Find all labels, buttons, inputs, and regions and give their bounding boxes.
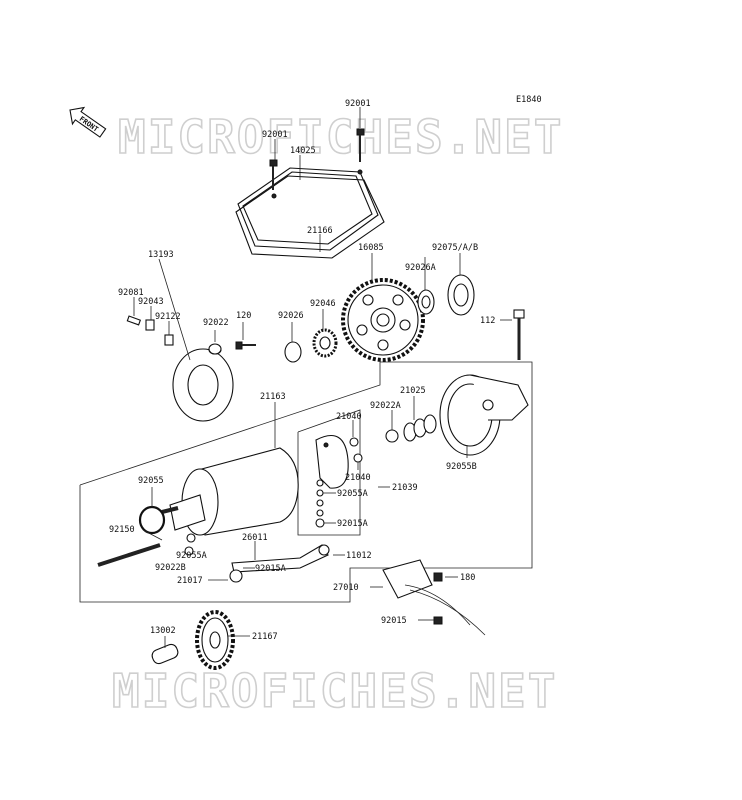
watermark-bottom: MICROFICHES.NET — [112, 664, 557, 718]
bolt-180 — [433, 572, 443, 582]
label-92022B: 92022B — [155, 563, 186, 573]
label-92075: 92075/A/B — [432, 243, 478, 253]
label-27010: 27010 — [333, 583, 359, 593]
leader-lines — [133, 107, 512, 648]
label-180: 180 — [460, 573, 475, 583]
label-92043: 92043 — [138, 297, 164, 307]
brush-21040-a — [349, 437, 359, 447]
label-26011: 26011 — [242, 533, 268, 543]
label-21025: 21025 — [400, 386, 426, 396]
label-92055A-a: 92055A — [337, 489, 368, 499]
seal-92075 — [447, 274, 475, 316]
gear-21167 — [195, 610, 235, 670]
oring-92055 — [138, 505, 166, 535]
label-92022A: 92022A — [370, 401, 401, 411]
bolt-120 — [235, 341, 256, 350]
label-92122: 92122 — [155, 312, 181, 322]
diagram-code: E1840 — [516, 95, 542, 105]
label-92001-b: 92001 — [345, 99, 371, 109]
label-13193: 13193 — [148, 250, 174, 260]
washer-92022 — [208, 343, 222, 355]
washer-92026 — [284, 341, 302, 363]
starter-motor-21163 — [161, 447, 299, 536]
label-112: 112 — [480, 316, 495, 326]
label-92015A-a: 92015A — [337, 519, 368, 529]
gear-16085 — [341, 278, 425, 362]
pin-92043 — [145, 319, 155, 331]
cover-14025 — [237, 167, 379, 251]
brush-plate — [315, 435, 349, 489]
watermark-top: MICROFICHES.NET — [118, 110, 563, 164]
front-arrow: FRONT — [69, 106, 107, 138]
label-21167: 21167 — [252, 632, 278, 642]
spring-92081 — [126, 315, 142, 326]
washer-92022A — [385, 429, 399, 443]
label-92055B: 92055B — [446, 462, 477, 472]
label-92081: 92081 — [118, 288, 144, 298]
bolt-92001-a — [269, 159, 278, 190]
label-21039: 21039 — [392, 483, 418, 493]
label-92055A-b: 92055A — [176, 551, 207, 561]
label-16085: 16085 — [358, 243, 384, 253]
shaft-13002 — [151, 643, 179, 665]
bolt-112 — [513, 309, 525, 360]
bearing-92046 — [312, 328, 338, 358]
label-92055: 92055 — [138, 476, 164, 486]
cam-11012 — [318, 544, 330, 556]
label-92026: 92026 — [278, 311, 304, 321]
housing-92055B — [439, 374, 529, 456]
oring-92055A-b — [184, 546, 194, 556]
label-92022: 92022 — [203, 318, 229, 328]
label-120: 120 — [236, 311, 251, 321]
starter-clutch-13193 — [172, 345, 234, 422]
label-21040-a: 21040 — [336, 412, 362, 422]
label-92015A-b: 92015A — [255, 564, 286, 574]
assembly-outline — [79, 361, 533, 603]
label-92001-a: 92001 — [262, 130, 288, 140]
bolt-92150 — [97, 543, 161, 567]
terminal-stack — [315, 479, 325, 528]
bolt-92001-b — [356, 128, 365, 162]
label-92046: 92046 — [310, 299, 336, 309]
bush-21017 — [229, 569, 243, 583]
label-13002: 13002 — [150, 626, 176, 636]
label-92015: 92015 — [381, 616, 407, 626]
relay-27010 — [382, 559, 486, 636]
brush-21040-b — [353, 453, 363, 463]
roller-92122 — [164, 334, 174, 346]
washer-92022B — [186, 533, 196, 543]
label-21017: 21017 — [177, 576, 203, 586]
gasket-21166 — [235, 175, 385, 259]
label-92026A: 92026A — [405, 263, 436, 273]
label-92150: 92150 — [109, 525, 135, 535]
label-14025: 14025 — [290, 146, 316, 156]
label-21040-b: 21040 — [345, 473, 371, 483]
nut-92015 — [433, 616, 443, 625]
label-11012: 11012 — [346, 551, 372, 561]
brush-holder-21025 — [403, 414, 437, 442]
brush-holder-box — [297, 409, 361, 536]
label-21166: 21166 — [307, 226, 333, 236]
label-21163: 21163 — [260, 392, 286, 402]
